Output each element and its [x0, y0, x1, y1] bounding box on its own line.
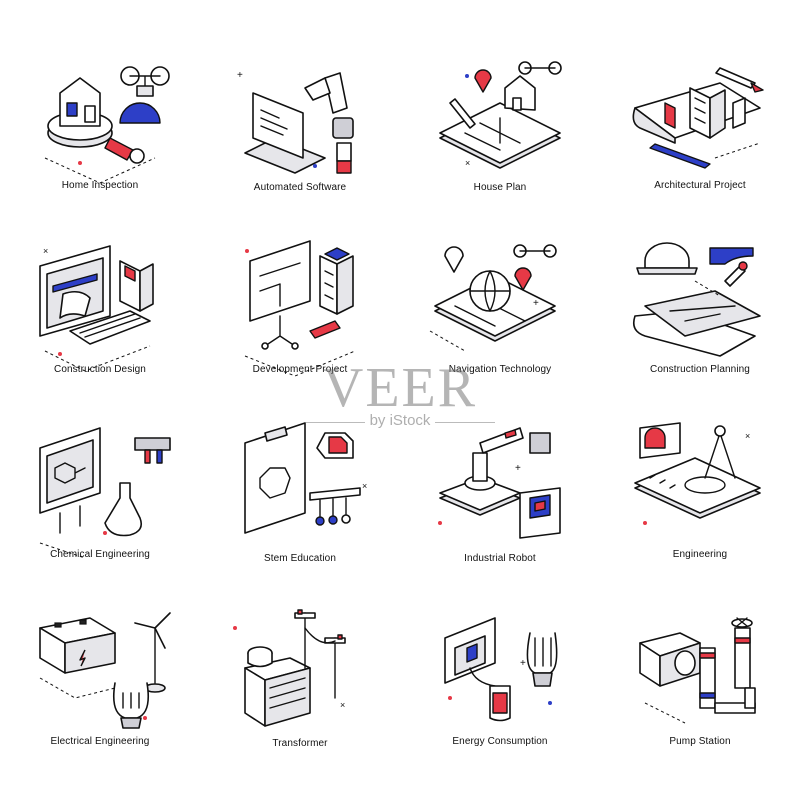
icon-card-electrical-engineering: Electrical Engineering [0, 600, 200, 790]
building-blueprint-icon [632, 67, 764, 169]
clipboard-octagon-icon: × [244, 422, 367, 534]
icon-card-chemical-engineering: Chemical Engineering [0, 415, 200, 605]
icon-label: Navigation Technology [448, 364, 552, 375]
pump-pipes-icon [639, 617, 756, 724]
compass-notebook-icon: × [634, 422, 761, 525]
icon-card-automated-software: + Automated Software [200, 40, 400, 230]
industrial-robot-icon: + [438, 427, 561, 539]
presentation-board-icon [244, 240, 356, 377]
icon-label: Development Project [252, 364, 348, 375]
svg-text:×: × [745, 431, 750, 441]
svg-text:×: × [362, 481, 367, 491]
icon-label: Construction Planning [650, 364, 750, 375]
svg-text:×: × [43, 246, 48, 256]
icon-label: Electrical Engineering [50, 736, 150, 747]
icon-label: Engineering [672, 549, 728, 560]
icon-label: Chemical Engineering [50, 549, 150, 560]
icon-card-navigation-technology: + Navigation Technology [400, 228, 600, 418]
globe-drone-icon: + [429, 244, 557, 352]
icon-label: Energy Consumption [452, 736, 548, 747]
socket-bulb-icon: + [444, 617, 558, 722]
flask-board-icon [39, 427, 171, 559]
icon-card-house-plan: × House Plan [400, 40, 600, 230]
icon-label: Automated Software [253, 182, 347, 193]
helmet-blueprint-icon [632, 242, 761, 357]
icon-card-construction-planning: Construction Planning [600, 228, 800, 418]
svg-text:+: + [515, 463, 521, 474]
icon-card-pump-station: Pump Station [600, 600, 800, 790]
icon-card-development-project: Development Project [200, 228, 400, 418]
icon-card-industrial-robot: + Industrial Robot [400, 415, 600, 605]
house-plan-tablet-icon: × [439, 61, 562, 169]
monitor-building-icon: × [39, 245, 154, 372]
battery-wind-turbine-icon [39, 612, 171, 729]
svg-text:×: × [340, 700, 345, 710]
icon-label: Architectural Project [654, 180, 746, 191]
svg-text:+: + [237, 70, 243, 81]
icon-card-stem-education: × Stem Education [200, 415, 400, 605]
icon-label: Industrial Robot [464, 553, 536, 564]
svg-text:+: + [533, 298, 539, 309]
home-inspection-icon [44, 66, 170, 184]
icon-card-home-inspection: Home Inspection [0, 40, 200, 230]
icon-card-architectural-project: Architectural Project [600, 40, 800, 230]
icon-label: Stem Education [264, 553, 336, 564]
svg-text:+: + [520, 658, 526, 669]
icon-label: Transformer [272, 738, 328, 749]
transformer-pole-icon: × [233, 609, 346, 727]
icon-card-construction-design: × Construction Design [0, 228, 200, 418]
icon-label: Pump Station [669, 736, 731, 747]
icon-label: House Plan [473, 182, 527, 193]
icon-card-transformer: × Transformer [200, 600, 400, 790]
icon-label: Home Inspection [61, 180, 139, 191]
icon-card-engineering: × Engineering [600, 415, 800, 605]
icon-card-energy-consumption: + Energy Consumption [400, 600, 600, 790]
icon-label: Construction Design [54, 364, 146, 375]
robot-arm-laptop-icon: + [237, 70, 354, 174]
svg-text:×: × [465, 158, 470, 168]
